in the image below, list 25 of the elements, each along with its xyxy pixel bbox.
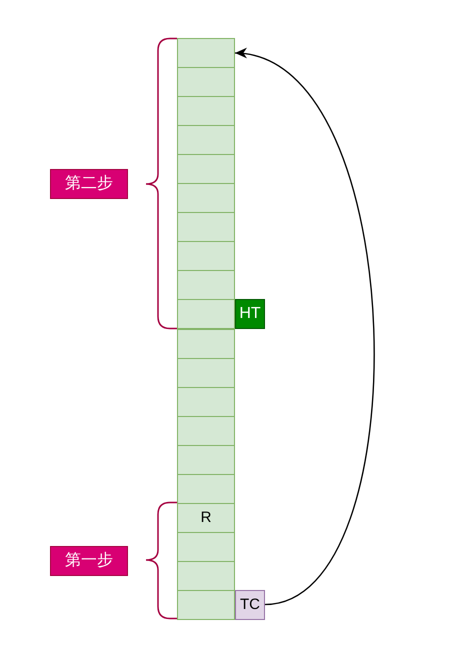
memory-cell [177, 241, 235, 272]
memory-cell [177, 328, 235, 359]
memory-cell [177, 358, 235, 388]
memory-cell [177, 212, 235, 242]
memory-cell [177, 444, 235, 475]
memory-cell [177, 125, 235, 156]
pointer-tag: HT [235, 299, 265, 329]
memory-cell [177, 38, 235, 68]
memory-cell [177, 416, 235, 446]
curved-arrow [234, 50, 374, 606]
step-label-box: 第二步 [50, 169, 128, 199]
step-label-box: 第一步 [50, 546, 128, 576]
memory-cell [177, 299, 235, 330]
pointer-tag: TC [235, 590, 265, 620]
memory-cell [177, 67, 235, 98]
memory-cell [177, 590, 235, 620]
memory-cell [177, 183, 235, 214]
memory-cell [177, 560, 235, 591]
memory-cell [177, 532, 235, 562]
memory-cell: R [177, 502, 235, 533]
memory-cell [177, 270, 235, 300]
memory-cell [177, 154, 235, 184]
memory-cell [177, 474, 235, 504]
memory-cell [177, 386, 235, 417]
memory-cell [177, 96, 235, 126]
